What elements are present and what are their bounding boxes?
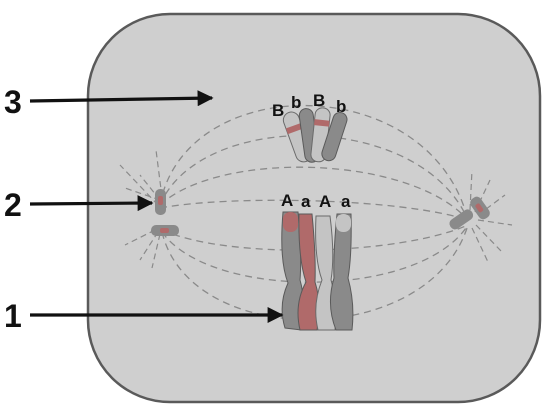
allele-label: B	[272, 101, 284, 120]
left-centriole	[151, 189, 179, 236]
callout-number: 3	[4, 84, 22, 120]
allele-label: b	[291, 93, 301, 112]
chromosome	[330, 213, 354, 331]
chromosome	[297, 213, 320, 331]
leader-line	[29, 90, 214, 107]
callout-1: 1	[4, 298, 284, 334]
cell-membrane	[86, 12, 542, 404]
callout-3: 3	[4, 84, 214, 120]
callout-number: 1	[4, 298, 22, 334]
allele-label: A	[319, 192, 331, 211]
right-centriole	[449, 196, 490, 230]
allele-label: B	[313, 91, 325, 110]
allele-labels-middle: A a A a	[281, 191, 351, 211]
allele-label: a	[341, 192, 351, 211]
allele-label: a	[301, 192, 311, 211]
callout-2: 2	[4, 187, 154, 223]
leader-line	[29, 195, 154, 212]
allele-label: b	[336, 97, 346, 116]
allele-labels-top: B b B b	[272, 91, 346, 120]
chromosome-group-a	[281, 211, 354, 331]
callout-number: 2	[4, 187, 22, 223]
allele-label: A	[281, 191, 293, 210]
chromosome-group-b	[282, 107, 348, 163]
